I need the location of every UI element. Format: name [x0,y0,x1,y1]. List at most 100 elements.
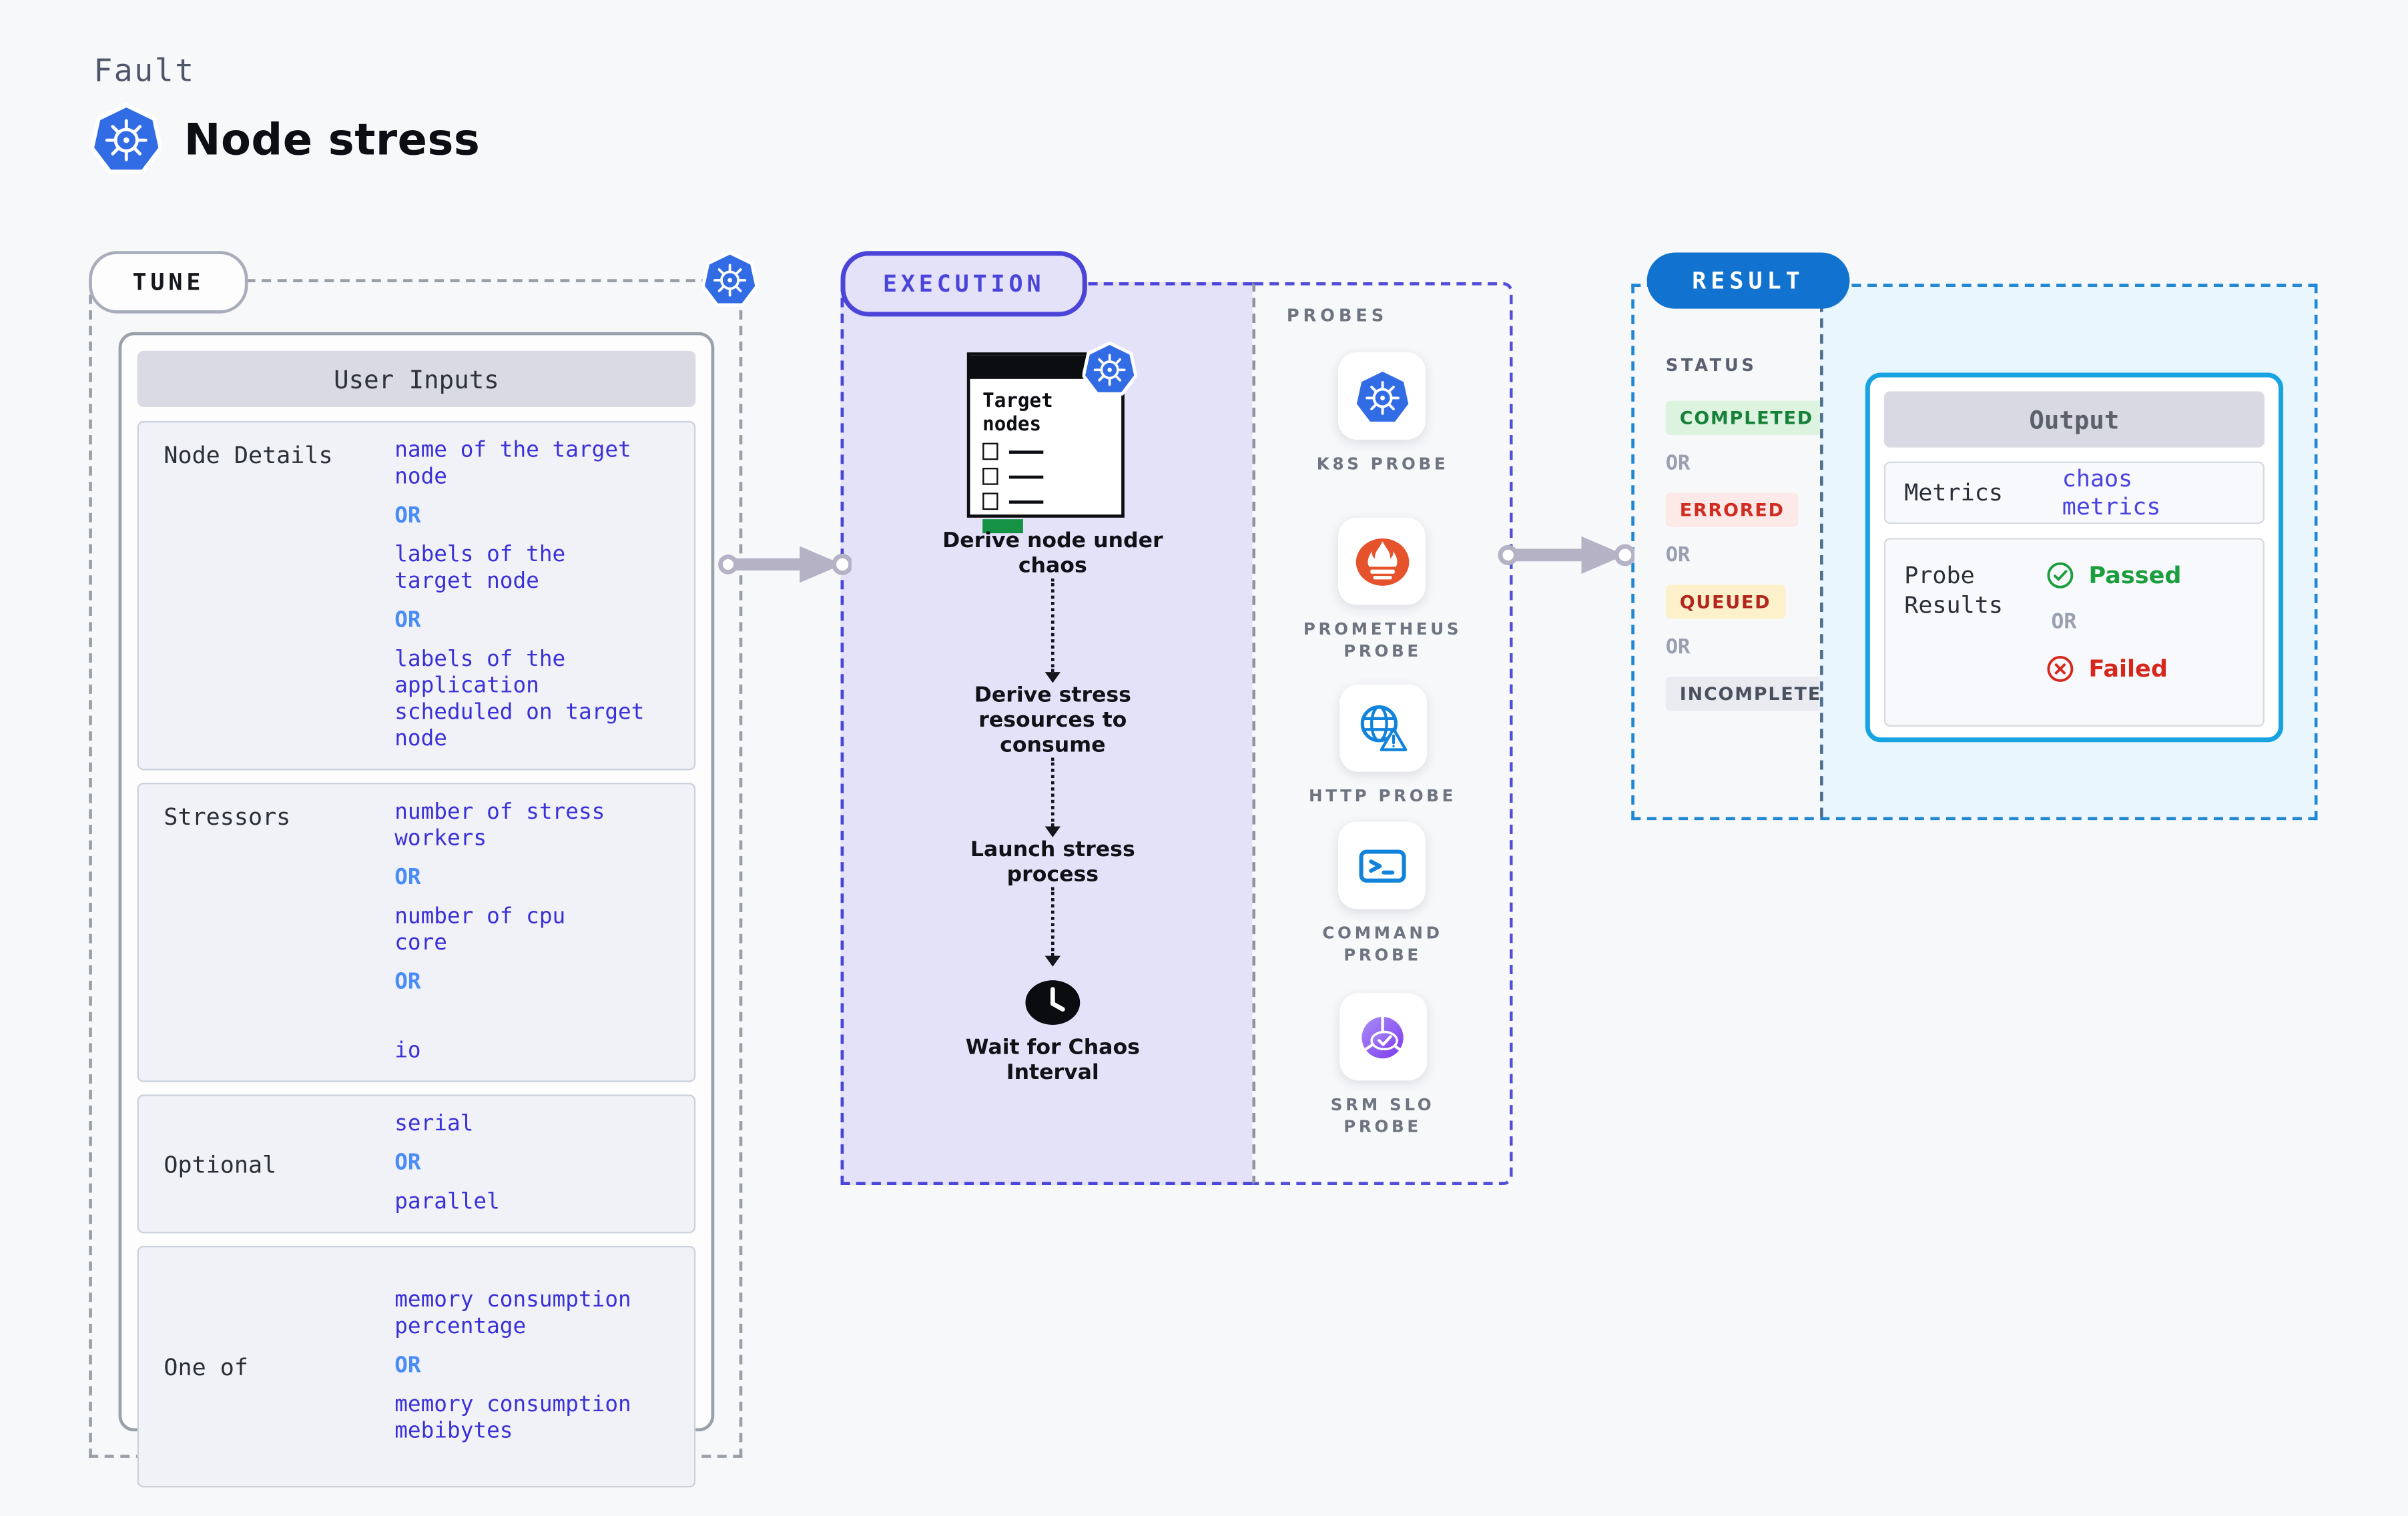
checklist-row [982,468,1109,485]
value-text: labels of the target node [394,542,566,595]
status-badge-wrap: ERRORED [1665,492,1820,544]
execution-step: Derive node under chaos [942,528,1163,579]
or-separator: OR [1665,452,1691,476]
or-separator: OR [2051,609,2077,635]
passed-line: Passed [2046,561,2181,589]
checklist-line [1008,450,1044,453]
x-circle-icon [2046,655,2074,683]
status-badge-wrap: COMPLETED [1665,400,1828,452]
passed-label: Passed [2088,561,2182,590]
prometheus-icon [1353,532,1411,590]
result-pill: RESULT [1646,252,1850,309]
dotted-arrow-down-icon [1044,578,1061,683]
value-text: parallel [394,1189,500,1215]
probes-list: K8S PROBE PROMETHEUS PROBE HTTP PROBE COMMA… [1255,326,1510,1138]
tune-pill: TUNE [89,251,248,314]
probe-card [1339,352,1426,440]
checkbox-icon [982,442,998,460]
target-nodes-card-body: Target nodes [970,379,1121,534]
kubernetes-icon [701,251,758,307]
value-text: io [394,1038,421,1064]
execution-step: Launch stress process [970,837,1135,887]
status-badge: QUEUED [1665,585,1785,619]
or-separator: OR [1665,636,1691,660]
or-separator: OR [394,503,421,529]
check-circle-icon [2046,561,2074,589]
arrow-head [1044,672,1061,683]
status-badge: COMPLETED [1665,400,1828,435]
execution-pill: EXECUTION [840,251,1087,317]
or-separator: OR [394,608,421,633]
fault-eyebrow-label: Fault [93,51,196,89]
row-label: One of [164,1353,248,1381]
row-label: Node Details [164,441,333,470]
arrow-head [1044,826,1061,837]
page-title-row: Node stress [90,103,481,174]
checklist-line [1008,499,1044,503]
probe-label: SRM SLO PROBE [1330,1096,1435,1137]
probe-results-values: Passed OR Failed [2046,561,2181,725]
probe-card [1339,993,1426,1081]
target-nodes-title: Target nodes [982,388,1053,435]
value-text: number of stress workers [394,799,605,851]
kubernetes-icon [1353,367,1412,424]
row-label: Stressors [164,803,291,831]
target-nodes-checklist [982,442,1109,510]
probe-item: COMMAND PROBE [1322,821,1442,966]
value-text: name of the target node [394,438,631,490]
probe-item: SRM SLO PROBE [1330,993,1435,1138]
or-separator: OR [1665,544,1691,568]
value-text: number of cpu core [394,904,566,956]
value-text: memory consumption percentage [394,1288,631,1340]
probe-label: K8S PROBE [1316,455,1449,474]
result-output-area: Output Metrics chaos metrics Probe Resul… [1820,286,2315,817]
kubernetes-icon [1082,341,1137,396]
dotted-line [1050,887,1055,956]
metrics-row: Metrics chaos metrics [1883,461,2265,524]
or-separator: OR [394,1150,421,1176]
checklist-line [1008,474,1044,478]
probe-label: COMMAND PROBE [1322,924,1443,966]
dotted-arrow-down-icon [1044,757,1061,837]
checkbox-icon [982,492,998,510]
probe-label: PROMETHEUS PROBE [1303,621,1462,661]
probe-item: K8S PROBE [1317,352,1449,476]
metrics-label: Metrics [1904,478,2003,506]
probe-item: HTTP PROBE [1309,684,1456,808]
user-inputs-header: User Inputs [137,350,696,407]
checkbox-icon [982,468,998,485]
clock-icon [1024,980,1081,1026]
probe-card [1339,684,1426,772]
http-globe-warning-icon [1353,699,1411,757]
dotted-line [1050,757,1055,827]
failed-label: Failed [2088,655,2168,683]
status-badge-wrap: QUEUED [1665,585,1820,636]
kubernetes-icon [90,103,163,174]
checklist-row [982,492,1109,510]
or-separator: OR [394,970,421,995]
probe-item: PROMETHEUS PROBE [1303,517,1462,663]
command-terminal-icon [1353,837,1411,894]
or-separator: OR [394,865,421,891]
failed-line: Failed [2046,655,2181,683]
arrow-execution-to-result-icon [1497,533,1634,577]
checklist-row [982,442,1109,460]
status-badge-wrap: INCOMPLETED [1665,677,1852,728]
user-inputs-table: User Inputs Node Details name of the targ… [118,332,715,1488]
arrow-tune-to-execution-icon [717,542,852,586]
arrow-head [1044,956,1061,967]
probe-results-row: Probe Results Passed OR Failed [1883,538,2265,727]
dotted-line [1050,578,1055,673]
